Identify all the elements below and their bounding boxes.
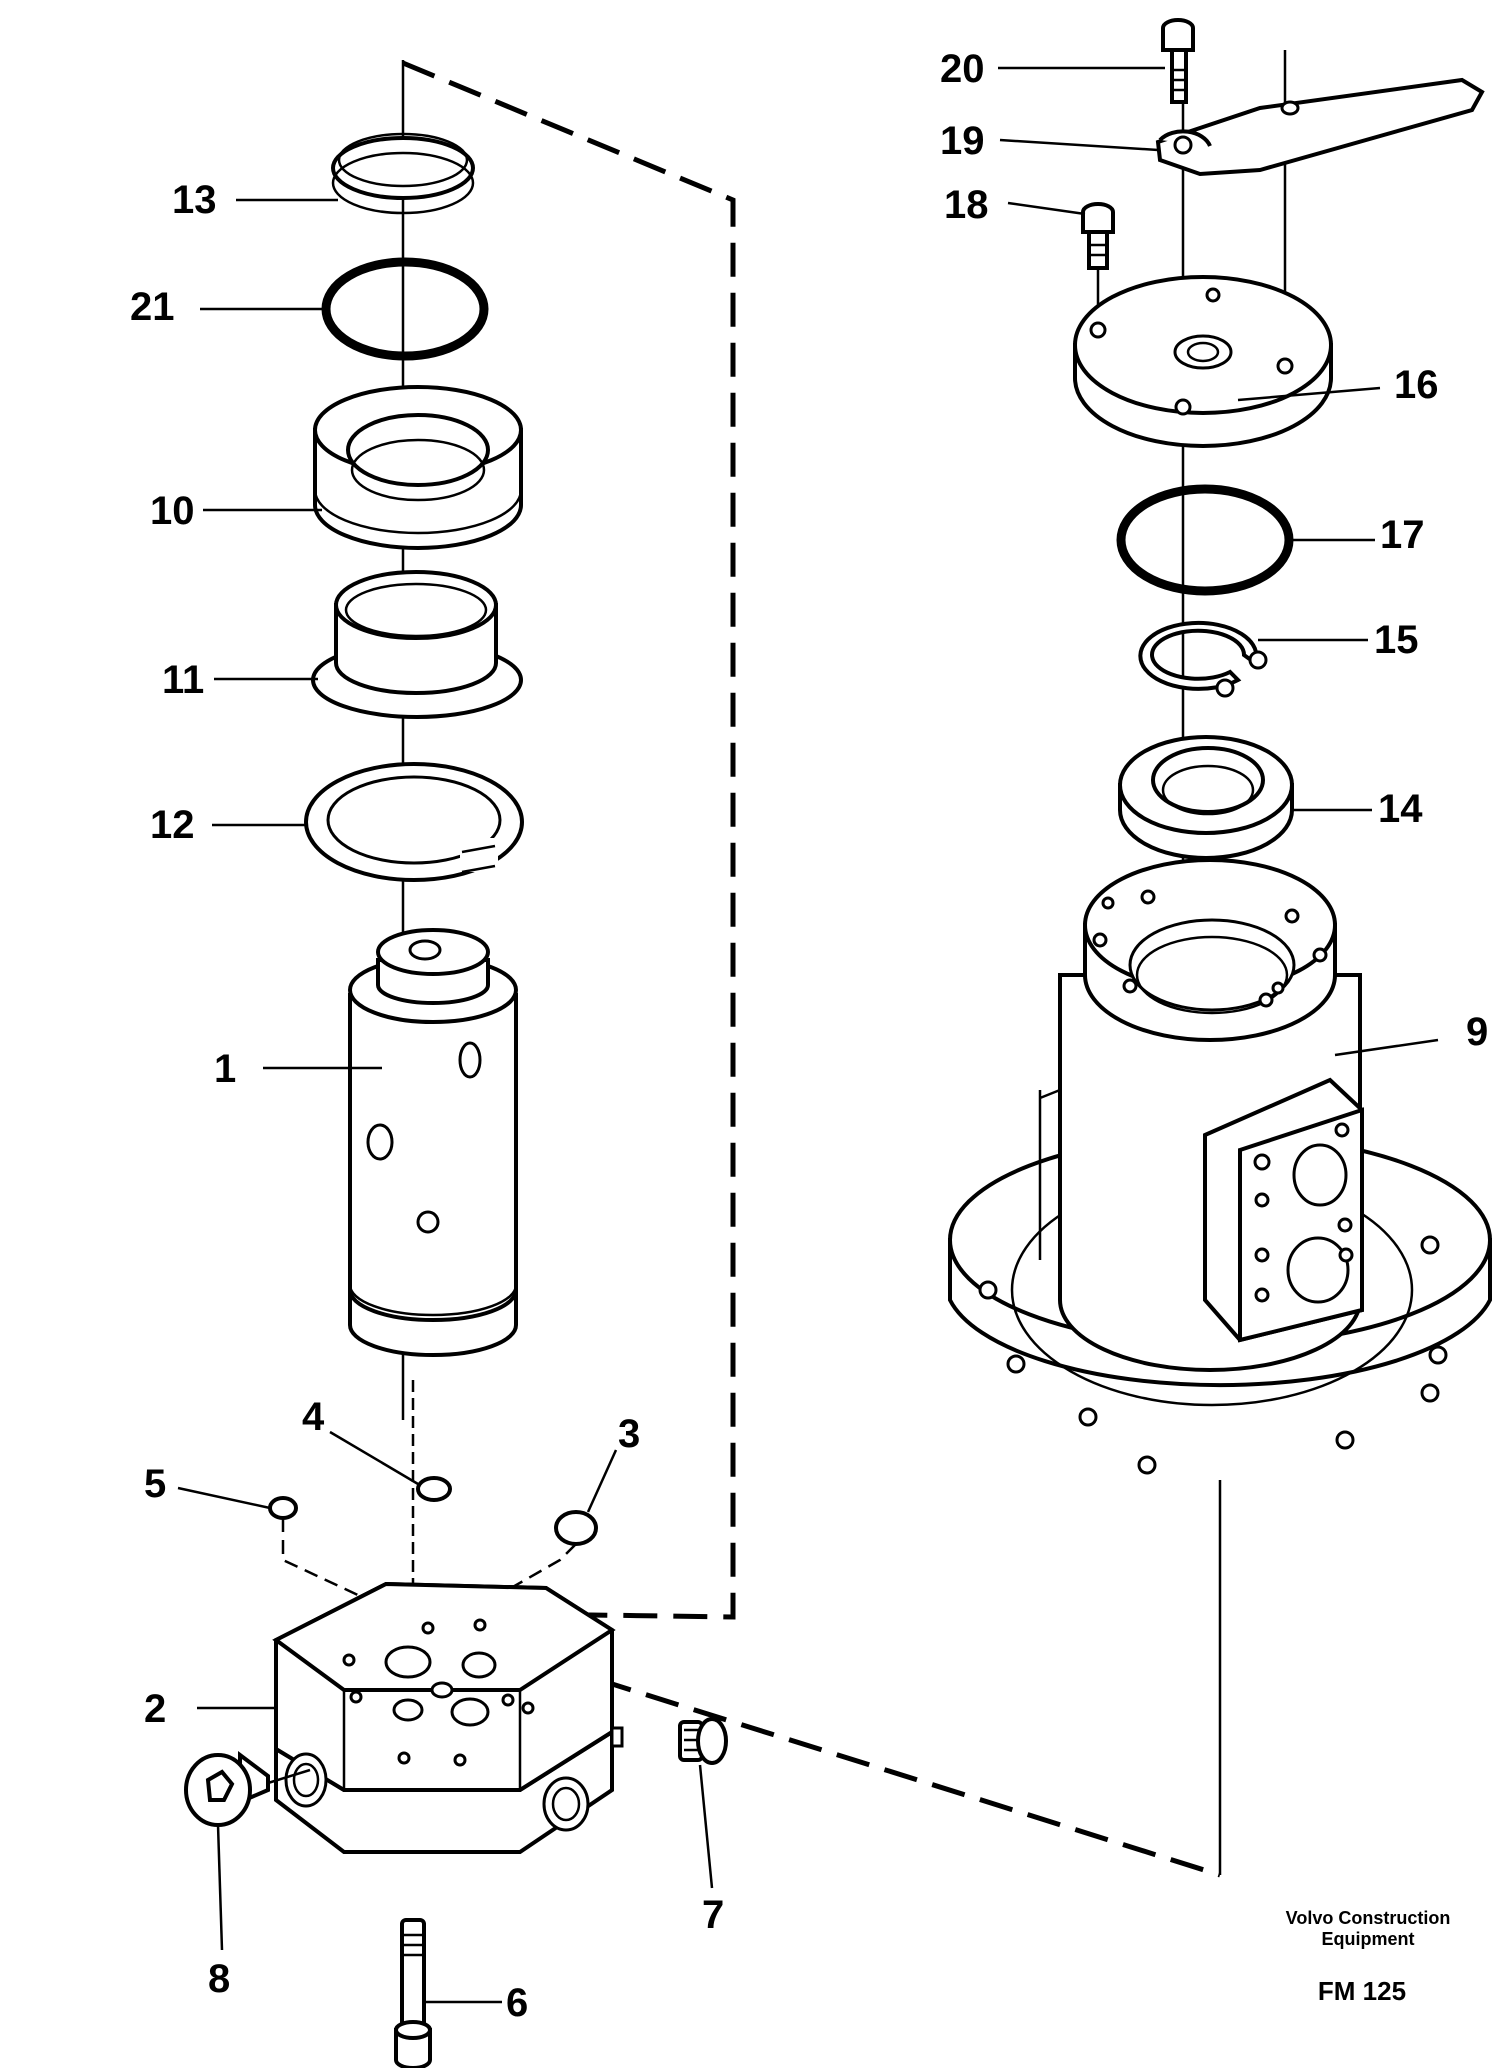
part-18-bolt: [1081, 202, 1115, 270]
label-18: 18: [944, 183, 989, 227]
assembly-dashed-frame: [382, 60, 1221, 1878]
label-10: 10: [150, 489, 195, 533]
part-7-plug: [678, 1717, 728, 1765]
part-20-screw: [1161, 18, 1195, 104]
part-5-o-ring: [268, 1496, 298, 1520]
part-12-split-ring: [304, 762, 524, 882]
label-14: 14: [1378, 787, 1423, 831]
label-2: 2: [144, 1687, 166, 1731]
part-11-flanged-bushing: [311, 570, 523, 719]
part-14-bearing: [1118, 735, 1294, 860]
part-16-cover: [1073, 275, 1333, 448]
part-1-shaft: [348, 928, 518, 1357]
label-16: 16: [1394, 363, 1439, 407]
part-17-o-ring: [1116, 484, 1294, 596]
label-11: 11: [162, 658, 204, 702]
label-7: 7: [702, 1893, 724, 1937]
part-4-o-ring: [416, 1476, 452, 1502]
part-13-seal-ring: [331, 132, 475, 215]
part-2-valve-block: [272, 1581, 624, 1854]
label-4: 4: [302, 1395, 325, 1439]
part-10-bearing-housing: [313, 385, 523, 550]
credit-line-1: Volvo Construction: [1286, 1908, 1451, 1928]
label-1: 1: [214, 1047, 236, 1091]
part-21-o-ring: [321, 257, 489, 361]
label-12: 12: [150, 803, 195, 847]
label-21: 21: [130, 285, 175, 329]
label-5: 5: [144, 1462, 166, 1506]
part-6-bolt: [394, 1918, 432, 2068]
label-3: 3: [618, 1412, 640, 1456]
label-13: 13: [172, 178, 217, 222]
credit-code: FM 125: [1318, 1976, 1406, 2006]
label-19: 19: [940, 119, 985, 163]
part-3-o-ring: [554, 1510, 598, 1546]
label-8: 8: [208, 1957, 230, 2001]
part-8-socket-plug: [184, 1751, 311, 1827]
credit-line-2: Equipment: [1322, 1929, 1415, 1949]
part-9-housing: [948, 858, 1492, 1475]
label-15: 15: [1374, 618, 1419, 662]
part-15-circlip: [1138, 620, 1268, 698]
label-17: 17: [1380, 513, 1425, 557]
label-20: 20: [940, 47, 985, 91]
label-9: 9: [1466, 1010, 1488, 1054]
leader-lines: [177, 66, 1439, 2004]
part-19-lever-plate: [1155, 77, 1485, 177]
label-6: 6: [506, 1981, 528, 2025]
